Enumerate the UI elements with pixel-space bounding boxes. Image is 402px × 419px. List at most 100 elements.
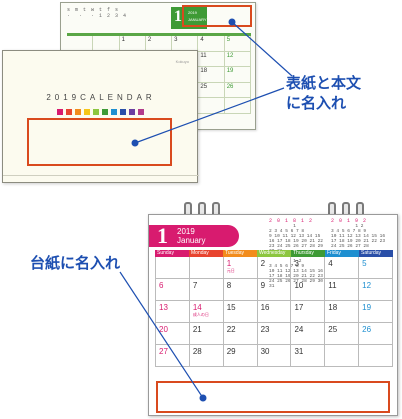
mini-calendar-body: 1 2 3 4 5 6 7 8 9 10 11 12 13 14 15 16 1… <box>269 259 324 289</box>
callout-cover-line2: に名入れ <box>286 94 347 112</box>
month-name: January <box>177 236 206 245</box>
calendar-day-cell: 10 <box>291 279 326 300</box>
weekday-label: Friday <box>325 250 359 257</box>
color-dot <box>129 109 135 115</box>
front-divider <box>3 175 199 176</box>
weekday-label: Monday <box>189 250 223 257</box>
back-month-label: 1 2019 JANUARY <box>171 7 207 29</box>
weekday-label: Thursday <box>291 250 325 257</box>
calendar-day-cell: 25 <box>325 323 360 344</box>
color-dot <box>138 109 144 115</box>
color-dot <box>111 109 117 115</box>
calendar-day-cell: 4 <box>325 257 360 278</box>
calendar-day-cell: 2 <box>258 257 292 278</box>
back-month-name: JANUARY <box>188 17 207 22</box>
calendar-day-number: 2 <box>260 259 266 268</box>
calendar-day-number: 6 <box>159 281 164 290</box>
callout-cover-line1: 表紙と本文 <box>286 74 362 92</box>
calendar-day-number: 9 <box>260 281 266 290</box>
back-grid-cell: 4 <box>198 36 225 51</box>
calendar-day-cell: 13 <box>155 301 190 322</box>
calendar-day-cell: 11 <box>325 279 360 300</box>
calendar-day-number: 8 <box>226 281 232 290</box>
calendar-day-cell: 5 <box>359 257 394 278</box>
calendar-day-cell: 24 <box>291 323 326 344</box>
calendar-day-cell: 23 <box>258 323 292 344</box>
calendar-day-cell: 17 <box>291 301 326 322</box>
calendar-day-number: 18 <box>328 303 338 312</box>
back-grid-cell: 12 <box>225 51 251 66</box>
color-dot <box>57 109 63 115</box>
cover-name-print-area <box>27 118 172 166</box>
calendar-day-cell: 18 <box>325 301 360 322</box>
callout-base-line1: 台紙に名入れ <box>30 254 121 272</box>
weekday-label: Wednesday <box>257 250 291 257</box>
month-year: 2019 <box>177 227 195 236</box>
mini-calendar: 2 0 1 8 1 2 1 2 3 4 5 6 7 8 9 10 11 12 1… <box>269 219 323 255</box>
calendar-day-cell: 31 <box>291 345 326 366</box>
calendar-day-cell: 28 <box>190 345 224 366</box>
back-month-number: 1 <box>174 8 182 25</box>
back-grid-cell: 18 <box>198 67 225 82</box>
back-grid-cell: 25 <box>198 82 225 97</box>
mini-calendar-body: 1 2 3 4 5 6 7 8 9 10 11 12 13 14 15 16 1… <box>331 224 386 249</box>
back-grid-cell <box>67 36 94 51</box>
month-number: 1 <box>157 223 168 248</box>
calendar-day-cell <box>155 257 190 278</box>
calendar-day-cell: 30 <box>258 345 292 366</box>
weekday-label: Sunday <box>155 250 189 257</box>
back-grid-cell <box>225 98 251 113</box>
color-dot <box>102 109 108 115</box>
back-grid-cell: 3 <box>172 36 199 51</box>
page-name-print-area <box>182 5 252 27</box>
calendar-day-cell: 20 <box>155 323 190 344</box>
calendar-day-number: 17 <box>294 303 304 312</box>
calendar-day-number: 20 <box>159 325 168 334</box>
back-grid-cell <box>198 98 225 113</box>
calendar-day-number: 10 <box>294 281 304 290</box>
calendar-day-number: 19 <box>362 303 372 312</box>
calendar-day-cell: 15 <box>224 301 258 322</box>
calendar-day-cell: 16 <box>258 301 292 322</box>
color-dot <box>93 109 99 115</box>
front-cover-title: 2019CALENDAR <box>46 93 156 102</box>
mini-calendar: 2 0 1 9 2 1 2 3 4 5 6 7 8 9 10 11 12 13 … <box>331 219 386 250</box>
calendar-day-cell: 21 <box>190 323 224 344</box>
calendar-day-cell: 29 <box>224 345 258 366</box>
calendar-day-number: 4 <box>328 259 333 268</box>
month-banner: 1 2019 January <box>149 223 239 248</box>
calendar-day-number: 29 <box>226 347 236 356</box>
calendar-day-number: 31 <box>294 347 304 356</box>
calendar-day-cell: 7 <box>190 279 224 300</box>
front-brand: Kokuyo <box>175 59 189 64</box>
calendar-day-number: 15 <box>226 303 236 312</box>
calendar-day-cell <box>190 257 224 278</box>
calendar-day-cell: 26 <box>359 323 394 344</box>
calendar-day-number: 1 <box>226 259 232 268</box>
back-grid-cell: 11 <box>198 51 225 66</box>
calendar-day-cell: 22 <box>224 323 258 344</box>
back-grid-cell: 2 <box>146 36 173 51</box>
calendar-day-number: 30 <box>260 347 270 356</box>
calendar-day-number: 11 <box>328 281 337 290</box>
color-dot <box>120 109 126 115</box>
back-grid-cell: 1 <box>120 36 146 51</box>
back-grid-cell: 26 <box>225 82 251 97</box>
calendar-day-number: 16 <box>260 303 270 312</box>
calendar-day-cell: 12 <box>359 279 394 300</box>
callout-cover-and-pages: 表紙と本文 に名入れ <box>286 73 361 113</box>
calendar-day-number: 14 <box>192 303 202 312</box>
calendar-day-cell <box>325 345 360 366</box>
back-grid-cell: 19 <box>225 67 251 82</box>
base-name-print-area <box>156 381 390 413</box>
calendar-day-cell: 6 <box>155 279 190 300</box>
calendar-day-number: 21 <box>192 325 202 334</box>
calendar-day-number: 23 <box>260 325 270 334</box>
